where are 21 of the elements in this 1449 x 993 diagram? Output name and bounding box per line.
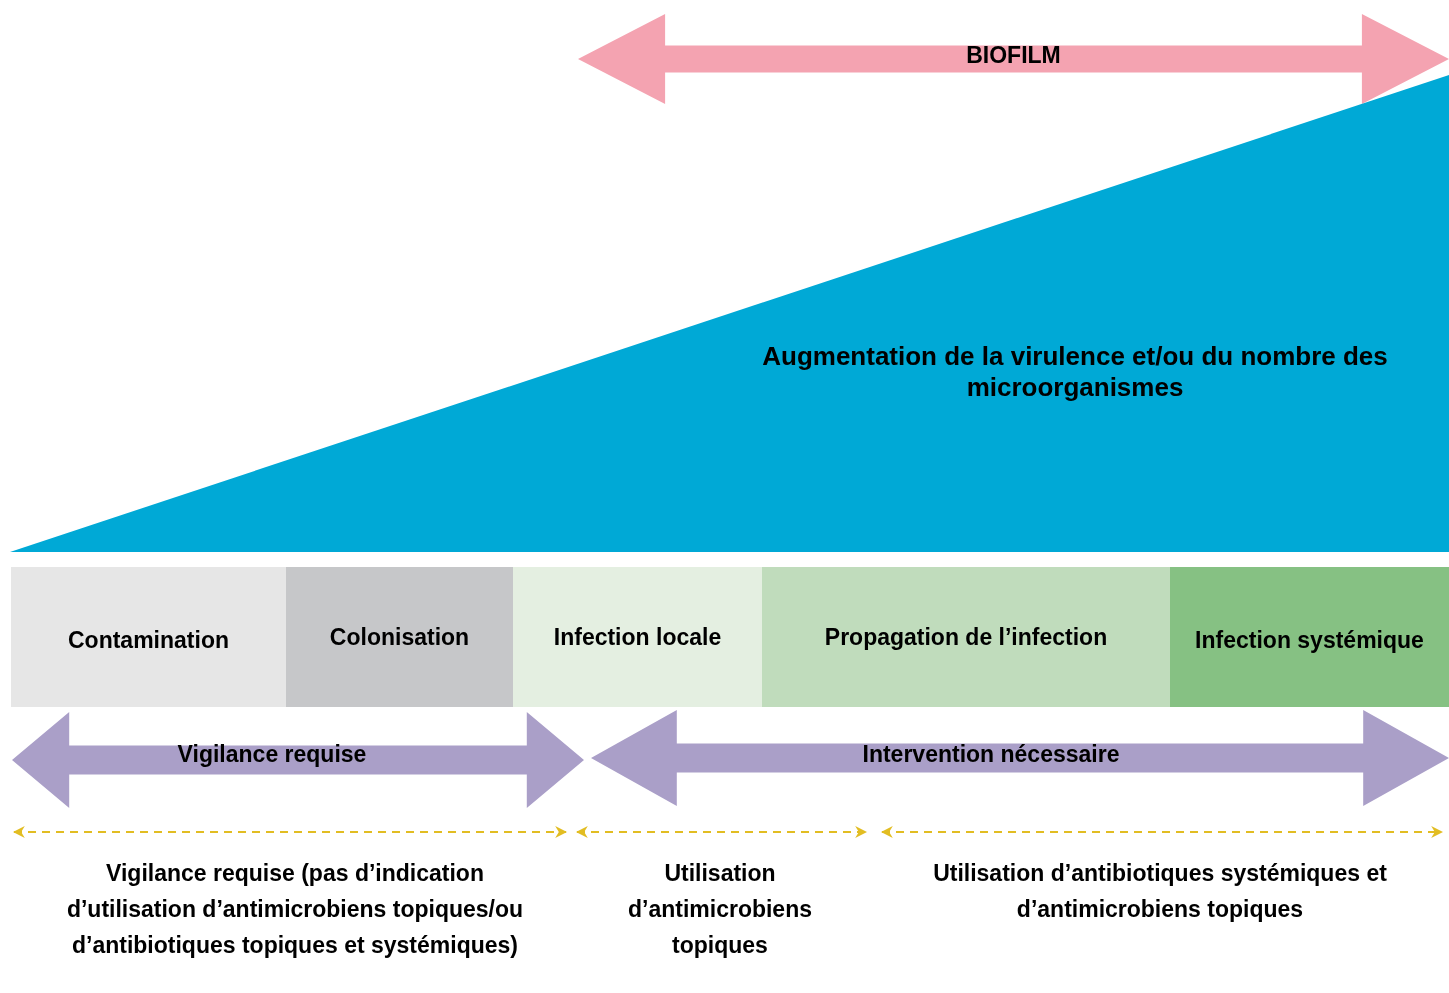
stage-box [762,567,1170,707]
stage-box [1170,567,1449,707]
stage-box [286,567,513,707]
double-arrow [12,712,584,808]
stage-label: Contamination [67,627,230,655]
stage-label: Infection locale [552,624,723,652]
stage-label: Infection systémique [1194,627,1425,655]
triangle-band [10,75,1449,552]
double-arrow [578,14,1449,104]
arrow-label: Intervention nécessaire [861,741,1121,769]
note-text: Vigilance requise (pas d’indication d’utilisation d’antimicrobiens topiques/ou d’antibiotiques topiques et systémiques) [65,859,525,960]
stage-label: Colonisation [328,624,471,652]
stage-box [513,567,762,707]
arrow-label: BIOFILM [965,42,1062,70]
stage-label: Propagation de l’infection [823,624,1109,652]
band-label: Augmentation de la virulence et/ou du nombre des microorganismes [761,341,1389,404]
stage-box [11,567,286,707]
note-text: Utilisation d’antimicrobiens topiques [626,859,813,960]
double-arrow [591,710,1449,806]
note-text: Utilisation d’antibiotiques systémiques et d’antimicrobiens topiques [932,859,1388,924]
arrow-label: Vigilance requise [176,741,368,769]
